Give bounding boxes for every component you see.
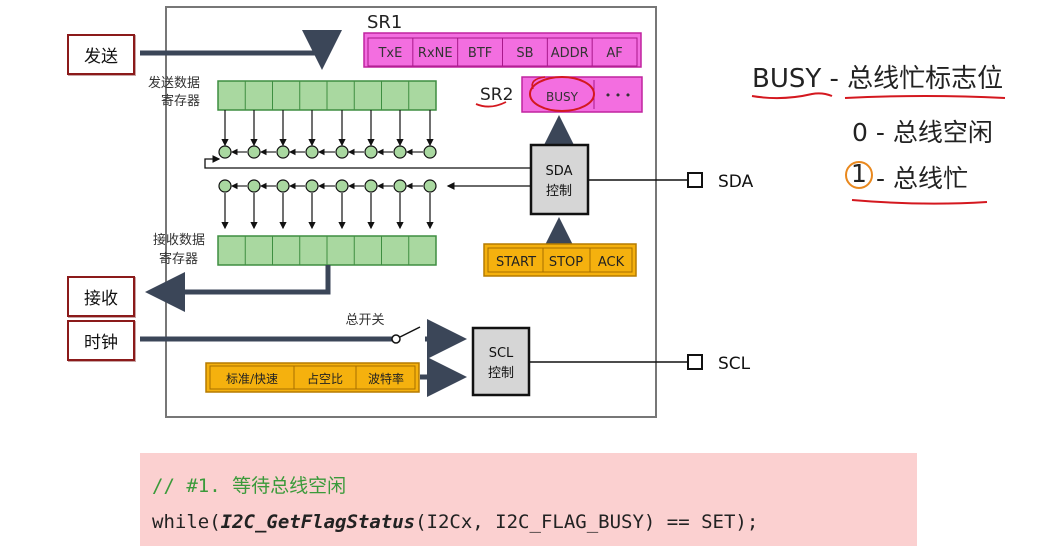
sr1-bit-addr: ADDR [551,46,589,61]
tx-shift-bit [276,145,290,159]
tx-shift-bit [364,145,378,159]
tx-shift-bit [247,145,261,159]
rx-shift-bit [364,179,378,193]
rx-shift-bit [423,179,437,193]
sr1-bit-af: AF [606,46,622,61]
rx-shift-bit [276,179,290,193]
code-suffix: (I2Cx, I2C_FLAG_BUSY) == SET); [415,511,759,533]
scl-control-label-1: SCL [489,346,514,361]
sr2-label: SR2 [480,85,513,105]
tx-shift-bit [305,145,319,159]
sda-control-label-1: SDA [546,164,573,179]
tx-register-label-2: 寄存器 [161,93,200,109]
receive-output-box: 接收 [67,276,135,317]
scl-pin [687,354,703,370]
sda-pin [687,172,703,188]
sr2-bit-busy: BUSY [546,90,579,104]
start-bit: START [496,255,536,270]
legend-one-digit: 1 [851,159,867,188]
clock-baud-rate: 波特率 [368,371,404,386]
sr2-register [521,76,643,113]
sda-pin-label: SDA [718,172,754,192]
send-label: 发送 [84,47,118,67]
sr1-bit-btf: BTF [468,46,492,61]
tx-shift-bit [335,145,349,159]
ack-bit: ACK [598,255,625,270]
legend-zero: 0 - 总线空闲 [852,118,993,147]
tx-register-label-1: 发送数据 [148,75,200,91]
sda-control-block [529,143,590,216]
rx-shift-bit [393,179,407,193]
sr1-bit-txe: TxE [377,46,402,61]
rx-shift-bit [247,179,261,193]
code-function-name: I2C_GetFlagStatus [220,511,416,533]
code-block: // #1. 等待总线空闲 while(I2C_GetFlagStatus(I2… [140,453,917,546]
scl-control-block [471,326,531,397]
legend-title: BUSY - 总线忙标志位 [752,64,1004,94]
rx-shift-bit [218,179,232,193]
code-comment: // #1. 等待总线空闲 [152,475,347,497]
scl-pin-label: SCL [718,354,751,374]
clock-config-register [205,362,420,393]
sr1-bit-sb: SB [516,46,533,61]
clock-duty-cycle: 占空比 [307,371,343,386]
peripheral-border [165,6,657,418]
clock-label: 时钟 [84,333,118,353]
master-switch-label: 总开关 [345,313,384,328]
tx-shift-bit [423,145,437,159]
condition-register [483,243,637,277]
send-input-box: 发送 [67,34,135,75]
rx-shift-bit [305,179,319,193]
rx-register-label-2: 寄存器 [159,251,198,267]
sr2-bit-more: • • • [605,89,631,102]
rx-register-label-1: 接收数据 [153,232,205,248]
tx-shift-bit [393,145,407,159]
tx-shift-bit [218,145,232,159]
code-statement: while(I2C_GetFlagStatus(I2Cx, I2C_FLAG_B… [152,511,758,533]
clock-input-box: 时钟 [67,320,135,361]
legend-one-text: - 总线忙 [876,164,968,193]
scl-control-label-2: 控制 [488,366,514,381]
sr1-bit-rxne: RxNE [418,46,453,61]
stop-bit: STOP [549,255,583,270]
sr1-label: SR1 [367,12,402,33]
sda-control-label-2: 控制 [546,184,572,199]
one-highlight-circle [845,161,873,189]
rx-shift-bit [335,179,349,193]
code-prefix: while( [152,511,221,533]
clock-speed-mode: 标准/快速 [226,372,278,386]
receive-label: 接收 [84,289,118,309]
busy-highlight-circle [529,76,595,112]
